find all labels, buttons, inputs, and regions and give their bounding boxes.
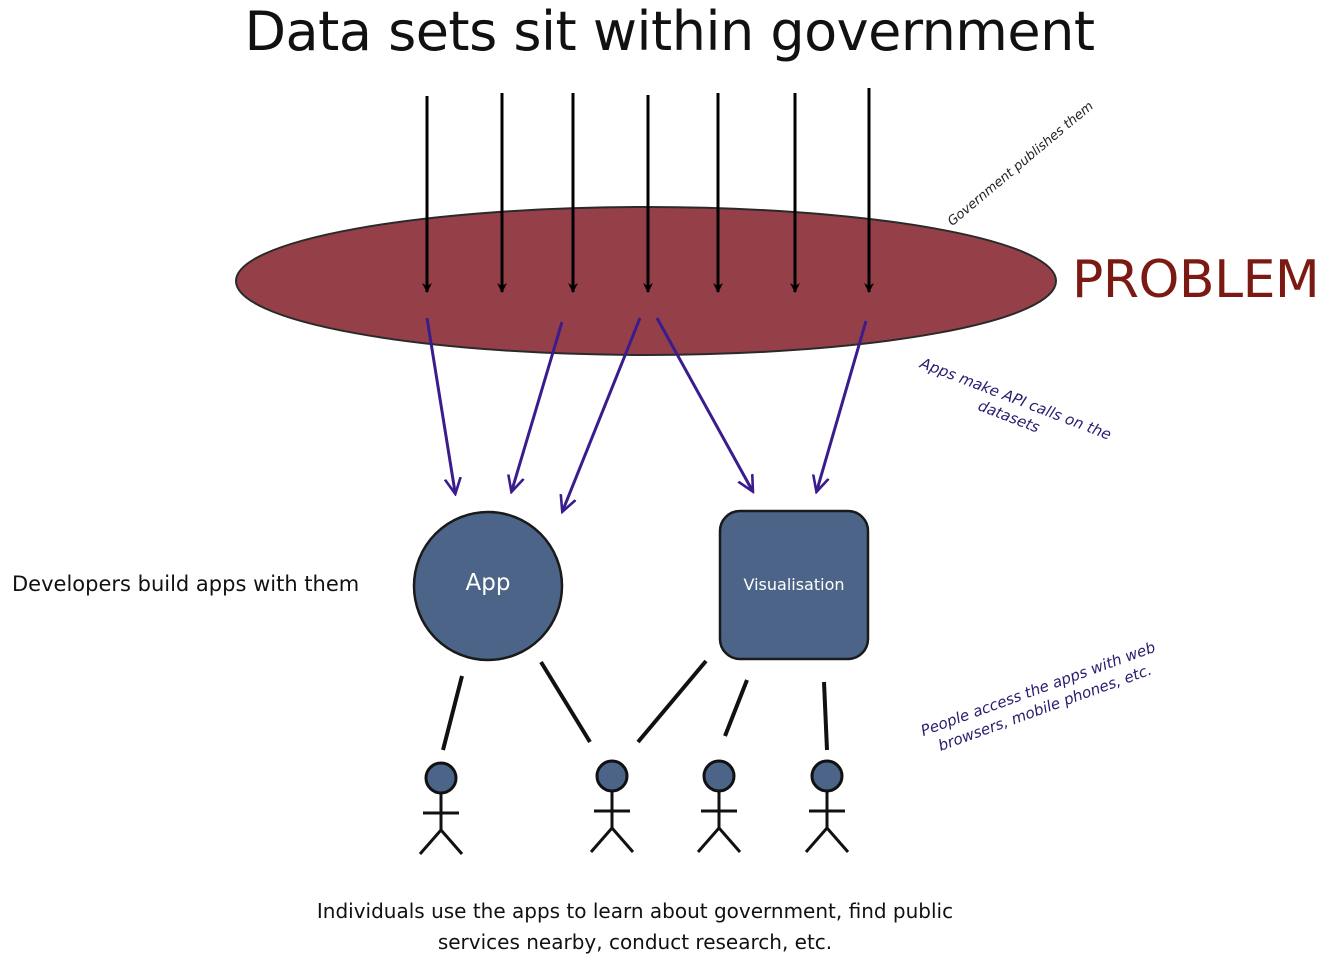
person-head [702, 759, 736, 793]
access-line [441, 675, 464, 751]
access-line [539, 660, 592, 744]
problem-label: PROBLEM [1072, 250, 1320, 310]
app-label: App [465, 570, 511, 596]
individuals-caption-line2: services nearby, conduct research, etc. [437, 930, 833, 954]
api-arrow [425, 317, 455, 492]
access-line [636, 659, 708, 744]
visualisation-node [718, 509, 870, 661]
developers-label: Developers build apps with them [12, 572, 360, 596]
person-figure [696, 759, 742, 853]
access-line [822, 681, 829, 751]
person-figure [418, 761, 464, 855]
person-head [424, 761, 458, 795]
government-ellipse [235, 206, 1057, 356]
api-arrow [655, 317, 752, 490]
access-lines [441, 659, 829, 751]
person-head [595, 759, 629, 793]
publish-arrows [422, 88, 874, 293]
person-head [810, 759, 844, 793]
app-node [412, 510, 564, 662]
api-call-arrows [425, 317, 868, 510]
diagram-title: Data sets sit within government [244, 0, 1095, 63]
api-arrow [512, 321, 564, 490]
api-arrow [817, 320, 868, 490]
api-arrow [563, 317, 642, 510]
person-figure [589, 759, 635, 853]
individuals-caption-line1: Individuals use the apps to learn about … [316, 899, 954, 923]
person-figure [804, 759, 850, 853]
visualisation-label: Visualisation [743, 575, 845, 594]
individuals-caption: Individuals use the apps to learn about … [240, 896, 1030, 958]
access-line [723, 679, 749, 737]
